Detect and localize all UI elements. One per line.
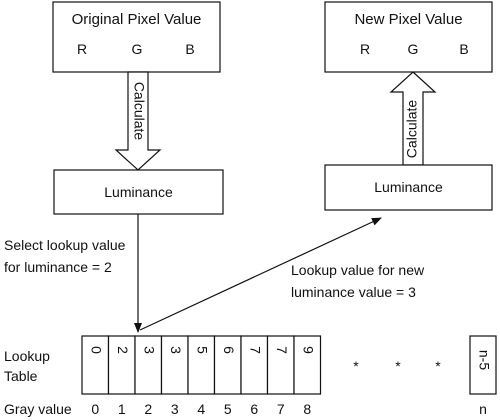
table-cell-value: 3 bbox=[142, 346, 158, 354]
table-cell: 3 bbox=[160, 335, 189, 395]
gray-value: 8 bbox=[303, 401, 311, 417]
original-channel-b: B bbox=[185, 41, 194, 57]
luminance-right-box: Luminance bbox=[324, 164, 493, 211]
table-cell-value: 7 bbox=[248, 346, 264, 354]
new-pixel-box: New Pixel Value R G B bbox=[324, 1, 493, 73]
calculate-up-arrow: Calculate bbox=[389, 71, 437, 166]
luminance-left-box: Luminance bbox=[53, 169, 224, 215]
table-cell: 6 bbox=[213, 335, 242, 395]
table-ellipsis-2: * bbox=[395, 358, 401, 374]
table-cell: 2 bbox=[107, 335, 136, 395]
lookup-table-label-line-2: Table bbox=[4, 368, 38, 384]
gray-value-last: n bbox=[479, 401, 487, 417]
gray-value: 0 bbox=[91, 401, 99, 417]
new-channel-r: R bbox=[360, 41, 370, 57]
gray-value: 7 bbox=[277, 401, 285, 417]
lookup-note: Lookup value for new luminance value = 3 bbox=[291, 262, 428, 300]
original-pixel-title: Original Pixel Value bbox=[72, 11, 202, 28]
calculate-up-label: Calculate bbox=[404, 100, 420, 159]
luminance-right-label: Luminance bbox=[374, 179, 443, 195]
original-channel-g: G bbox=[132, 41, 143, 57]
lookup-note-line-1: Lookup value for new bbox=[291, 262, 425, 278]
calculate-down-arrow: Calculate bbox=[114, 71, 162, 171]
gray-values: 0 1 2 3 4 5 6 7 8 bbox=[91, 401, 311, 417]
table-cell-value: 6 bbox=[221, 346, 237, 354]
table-cell-last-value: n-5 bbox=[476, 350, 492, 370]
table-cell-value: 9 bbox=[301, 346, 317, 354]
table-cell: 9 bbox=[293, 335, 322, 395]
table-cell: 5 bbox=[187, 335, 216, 395]
gray-value: 6 bbox=[250, 401, 258, 417]
table-ellipsis-3: * bbox=[435, 358, 441, 374]
select-note-line-2: for luminance = 2 bbox=[4, 259, 112, 275]
new-channel-b: B bbox=[459, 41, 468, 57]
new-channel-g: G bbox=[408, 41, 419, 57]
lookup-table-label-line-1: Lookup bbox=[4, 348, 50, 364]
table-cell-value: 3 bbox=[168, 346, 184, 354]
gray-value-label: Gray value bbox=[4, 401, 72, 417]
gray-value: 3 bbox=[171, 401, 179, 417]
table-cell: 7 bbox=[266, 335, 295, 395]
lookup-table-label: Lookup Table bbox=[4, 348, 54, 384]
table-ellipsis-1: * bbox=[353, 358, 359, 374]
original-channel-r: R bbox=[77, 41, 87, 57]
lookup-table-cells: 0 2 3 3 5 6 7 7 9 bbox=[81, 335, 322, 395]
calculate-down-label: Calculate bbox=[131, 82, 147, 141]
table-cell-value: 2 bbox=[115, 346, 131, 354]
gray-value: 5 bbox=[224, 401, 232, 417]
gray-value: 1 bbox=[118, 401, 126, 417]
table-cell-value: 7 bbox=[274, 346, 290, 354]
original-pixel-box: Original Pixel Value R G B bbox=[52, 1, 221, 73]
table-cell: 3 bbox=[134, 335, 163, 395]
table-cell: 7 bbox=[240, 335, 269, 395]
lookup-arrow bbox=[139, 217, 382, 331]
table-cell-last: n-5 bbox=[469, 335, 497, 395]
luminance-left-label: Luminance bbox=[104, 184, 173, 200]
new-pixel-title: New Pixel Value bbox=[354, 11, 462, 28]
gray-value: 2 bbox=[144, 401, 152, 417]
table-cell: 0 bbox=[81, 335, 110, 395]
gray-value: 4 bbox=[197, 401, 205, 417]
lookup-note-line-2: luminance value = 3 bbox=[291, 284, 416, 300]
table-cell-value: 0 bbox=[89, 346, 105, 354]
select-note: Select lookup value for luminance = 2 bbox=[4, 237, 129, 275]
select-note-line-1: Select lookup value bbox=[4, 237, 126, 253]
table-cell-value: 5 bbox=[195, 346, 211, 354]
